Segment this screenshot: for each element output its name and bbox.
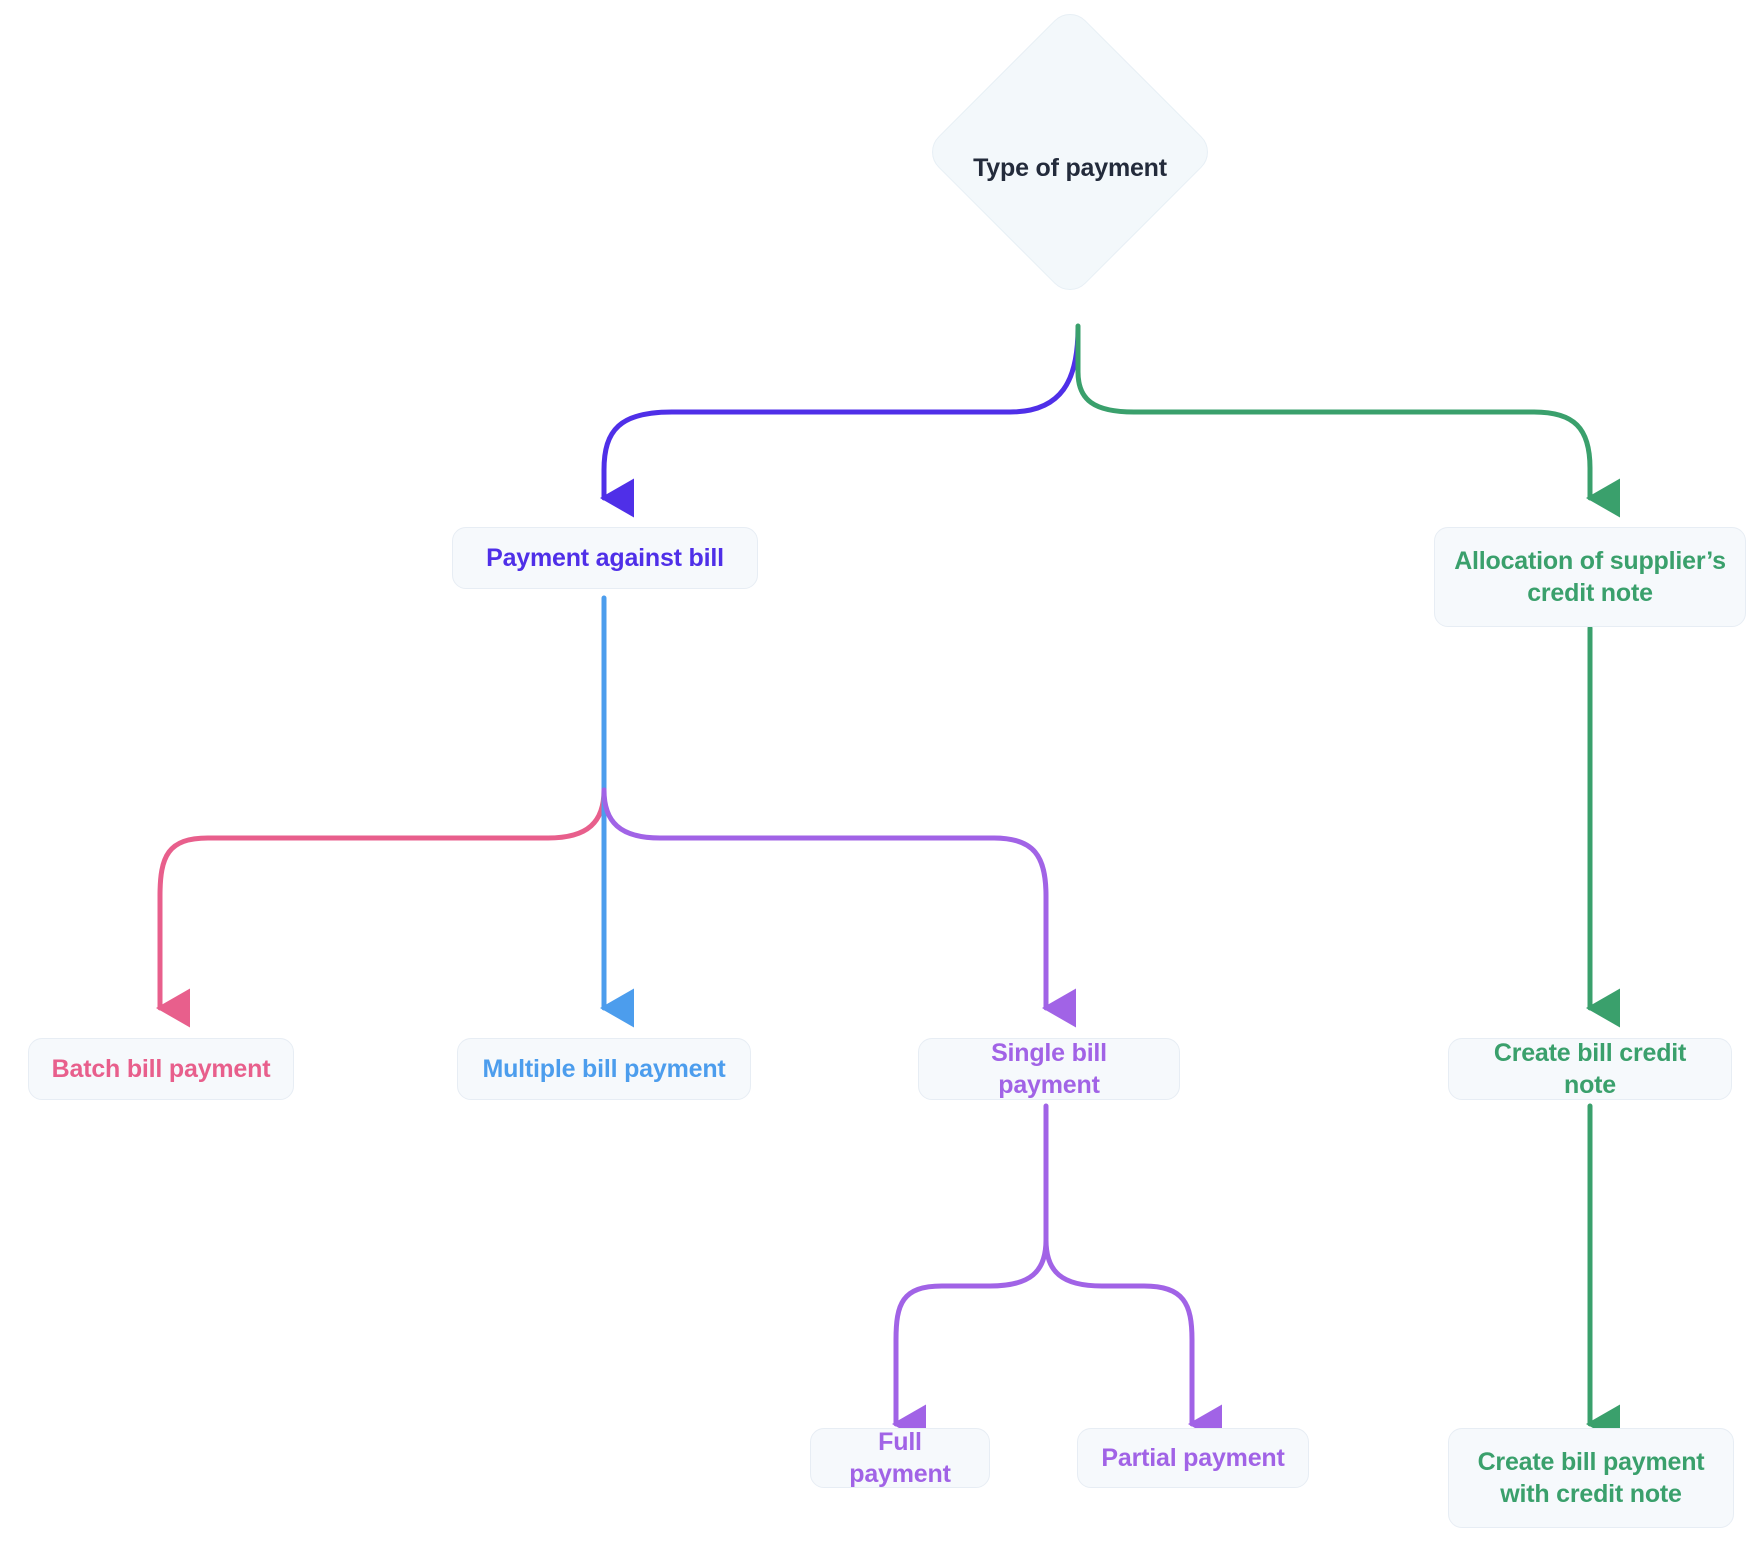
node-batch-bill-payment[interactable]: Batch bill payment (28, 1038, 294, 1100)
node-label: Batch bill payment (51, 1055, 271, 1083)
edge-sbp-to-partial-payment (1043, 1237, 1222, 1444)
node-allocation-of-suppliers-credit-note[interactable]: Allocation of supplier’s credit note (1434, 527, 1746, 627)
decision-node-label: Type of payment (973, 153, 1167, 182)
node-label: Multiple bill payment (482, 1055, 726, 1083)
node-multiple-bill-payment[interactable]: Multiple bill payment (457, 1038, 751, 1100)
node-label: Create bill payment with credit note (1477, 1448, 1705, 1508)
node-label: Partial payment (1101, 1444, 1285, 1472)
edge-root-to-payment-against-bill (599, 325, 1081, 518)
edge-sbp-to-full-payment (891, 1237, 1049, 1444)
node-payment-against-bill[interactable]: Payment against bill (452, 527, 758, 589)
node-create-bill-payment-with-credit-note[interactable]: Create bill payment with credit note (1448, 1428, 1734, 1528)
node-label: Single bill payment (991, 1039, 1107, 1099)
node-label: Allocation of supplier’s credit note (1454, 547, 1726, 607)
node-partial-payment[interactable]: Partial payment (1077, 1428, 1309, 1488)
edge-root-to-allocation (1075, 323, 1620, 518)
edge-pab-to-batch-bill-payment (155, 787, 607, 1028)
node-single-bill-payment[interactable]: Single bill payment (918, 1038, 1180, 1100)
edge-pab-to-single-bill-payment (601, 787, 1076, 1028)
node-full-payment[interactable]: Full payment (810, 1428, 990, 1488)
node-label: Create bill credit note (1493, 1039, 1687, 1099)
node-label: Payment against bill (486, 544, 724, 572)
node-label: Full payment (849, 1428, 951, 1488)
node-create-bill-credit-note[interactable]: Create bill credit note (1448, 1038, 1732, 1100)
